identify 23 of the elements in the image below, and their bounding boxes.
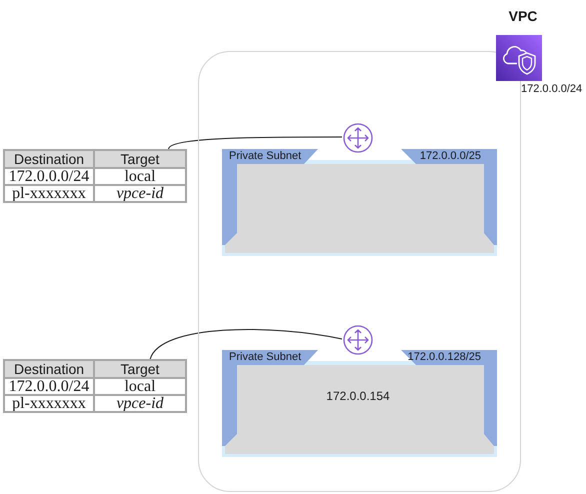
cidr-label: 172.0.0.128/25 [408, 351, 481, 364]
subnet-title: Private Subnet [229, 351, 302, 364]
subnet-title: Private Subnet [229, 150, 302, 163]
column-header: Target [95, 361, 185, 377]
destination-entry: 172.0.0.0/24 [5, 377, 95, 394]
cidr-label: 172.0.0.0/24 [521, 83, 582, 96]
subnet-area [222, 149, 497, 256]
column-header: Target [95, 151, 185, 167]
connector-line [168, 136, 342, 150]
four-way-arrows-icon [343, 325, 373, 355]
route-table [3, 149, 187, 203]
connector-line [150, 329, 342, 360]
route-table [3, 359, 187, 413]
destination-entry: 172.0.0.0/24 [5, 167, 95, 184]
target-entry: local [95, 377, 185, 394]
cidr-label: 172.0.0.0/25 [420, 150, 481, 163]
column-header: Destination [5, 151, 95, 167]
column-header: Destination [5, 361, 95, 377]
subnet-area [222, 350, 497, 457]
target-entry: local [95, 167, 185, 184]
group-title: VPC [508, 8, 538, 24]
four-way-arrows-icon [343, 123, 373, 153]
ip-address-label: 172.0.0.154 [326, 389, 390, 403]
